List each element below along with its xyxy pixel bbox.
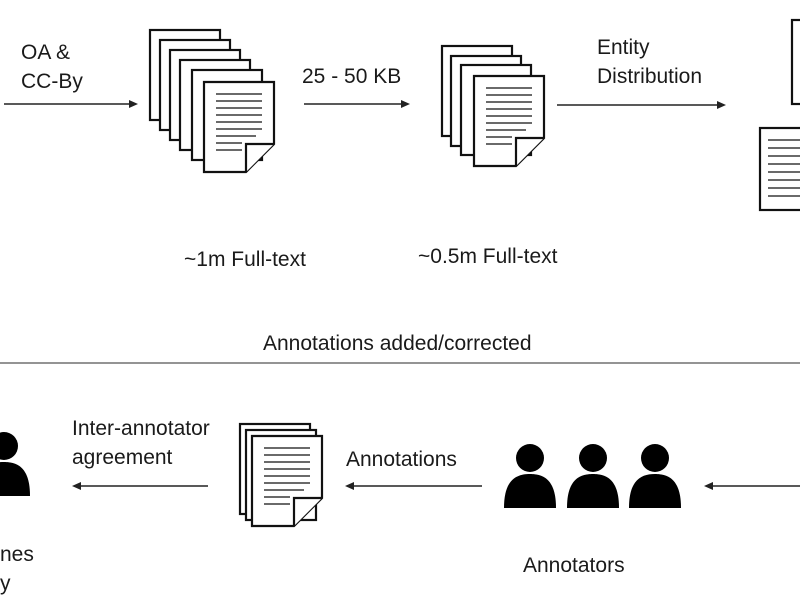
annotator-person-icon-2 xyxy=(567,444,619,508)
arrow-filtered-to-entity xyxy=(557,101,726,109)
document-stack-annotations-icon xyxy=(238,422,324,528)
cut-off-label: nes y xyxy=(0,543,34,595)
fulltext-1m-label: ~1m Full-text xyxy=(184,248,306,271)
document-stack-05m-icon xyxy=(440,44,546,168)
arrow-oa-to-fulltext xyxy=(4,100,138,108)
fulltext-05m-label: ~0.5m Full-text xyxy=(418,245,558,268)
arrow-annotators-to-annotations xyxy=(345,482,482,490)
annotator-person-icon-3 xyxy=(629,444,681,508)
oa-ccby-label: OA & CC-By xyxy=(21,41,83,93)
entity-distribution-label: Entity Distribution xyxy=(597,36,703,88)
inter-annotator-label: Inter-annotator agreement xyxy=(72,417,210,469)
annotator-person-icon-1 xyxy=(504,444,556,508)
size-label: 25 - 50 KB xyxy=(302,65,402,88)
arrow-annotations-to-agreement xyxy=(72,482,208,490)
document-stack-1m-icon xyxy=(148,28,276,174)
reviewer-person-icon xyxy=(0,432,30,496)
arrow-from-right-edge xyxy=(704,482,800,490)
document-stack-right-icon xyxy=(758,18,800,212)
annotators-label: Annotators xyxy=(523,554,625,577)
arrow-fulltext-to-filtered xyxy=(304,100,410,108)
annotations-added-label: Annotations added/corrected xyxy=(263,332,532,355)
annotations-label: Annotations xyxy=(346,448,457,471)
